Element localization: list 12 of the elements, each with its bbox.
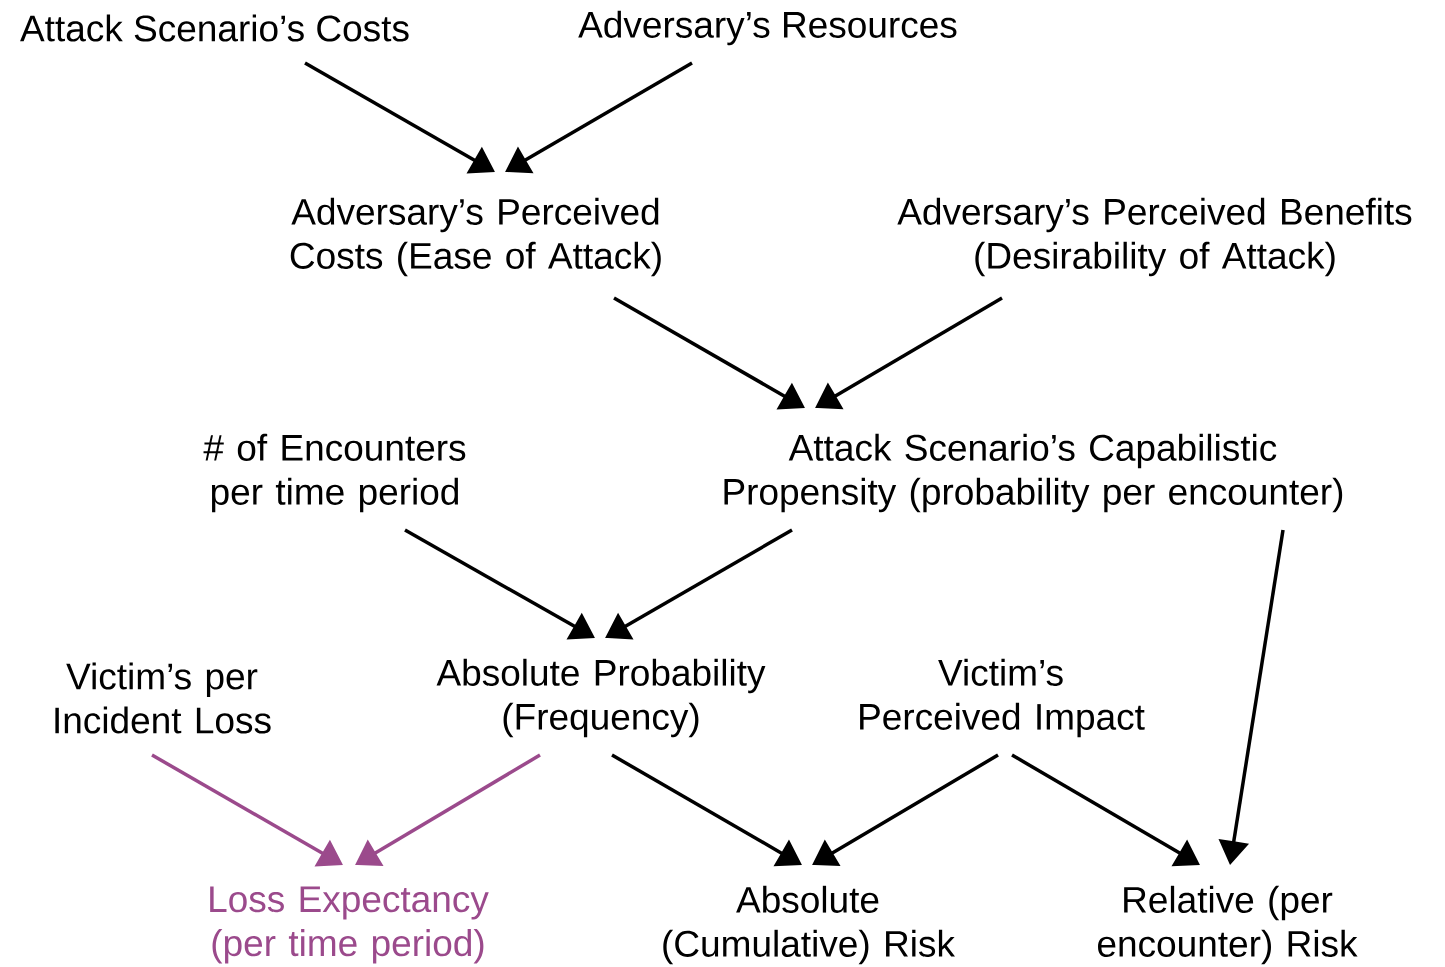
node-label: Victim’s per Incident Loss	[55, 662, 271, 734]
node-label: Attack Scenario’s Capabilistic Propensity (probability per encounter)	[724, 433, 1343, 513]
node-label: Loss Expectancy (per time period)	[210, 886, 489, 964]
node-label: Relative (per encounter) Risk	[1098, 885, 1358, 965]
node-label: Adversary’s Perceived Benefits (Desirability of Attack)	[897, 197, 1412, 277]
node-label: Adversary’s Perceived Costs (Ease of Attack)	[290, 197, 661, 277]
node-label: Absolute Probability (Frequency)	[436, 658, 766, 738]
node-label: # of Encounters per time period	[203, 433, 466, 513]
node-label: Attack Scenario’s Costs	[20, 14, 409, 42]
node-label: Victim’s Perceived Impact	[860, 658, 1145, 738]
node-label: Absolute (Cumulative) Risk	[663, 885, 955, 965]
node-label: Adversary’s Resources	[578, 10, 957, 46]
